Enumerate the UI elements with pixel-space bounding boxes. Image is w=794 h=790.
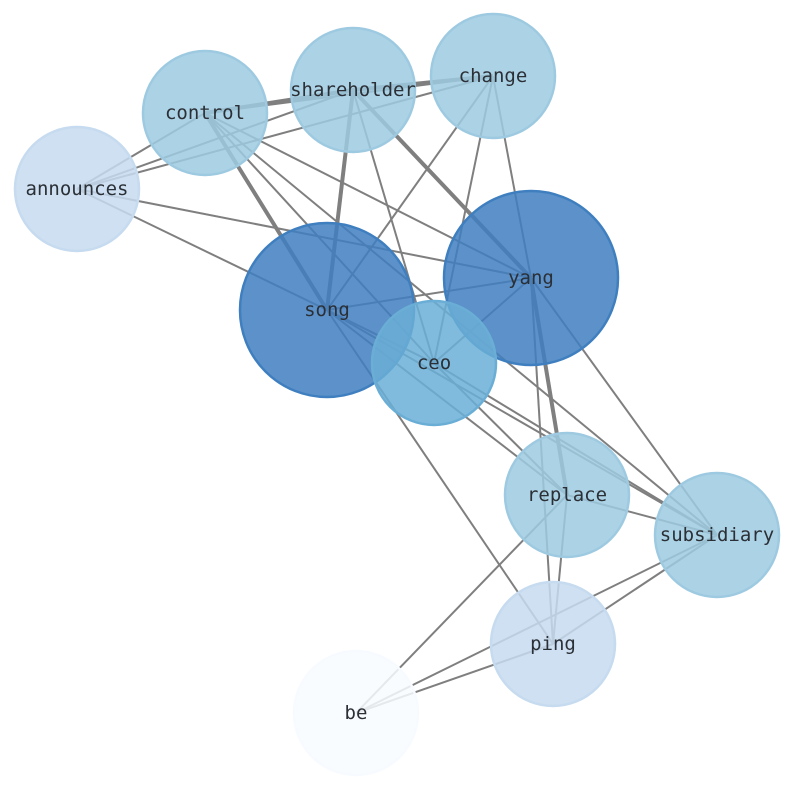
nodes-layer: change shareholder control announces yang son… — [13, 12, 781, 777]
node-label: replace — [527, 484, 607, 506]
node-label: song — [304, 299, 350, 321]
node-circle — [489, 580, 617, 708]
node-label: ping — [530, 633, 576, 655]
node-label: control — [165, 102, 245, 124]
node-replace: replace — [503, 431, 631, 559]
node-circle — [442, 189, 620, 367]
node-ping: ping — [489, 580, 617, 708]
node-label: yang — [508, 267, 554, 289]
node-announces: announces — [13, 125, 141, 253]
node-circle — [292, 649, 420, 777]
node-label: announces — [26, 178, 129, 200]
node-circle — [370, 299, 498, 427]
node-label: subsidiary — [660, 524, 774, 546]
node-circle — [429, 12, 557, 140]
node-label: be — [345, 702, 368, 724]
edge-change-announces — [76, 75, 494, 190]
node-circle — [289, 26, 417, 154]
node-ceo: ceo — [370, 299, 498, 427]
node-label: shareholder — [290, 79, 416, 101]
node-change: change — [429, 12, 557, 140]
node-circle — [503, 431, 631, 559]
node-control: control — [141, 49, 269, 177]
node-label: change — [459, 65, 528, 87]
node-circle — [141, 49, 269, 177]
node-be: be — [292, 649, 420, 777]
node-circle — [13, 125, 141, 253]
node-subsidiary: subsidiary — [653, 471, 781, 599]
node-shareholder: shareholder — [289, 26, 417, 154]
node-yang: yang — [442, 189, 620, 367]
node-label: ceo — [417, 352, 451, 374]
node-circle — [653, 471, 781, 599]
